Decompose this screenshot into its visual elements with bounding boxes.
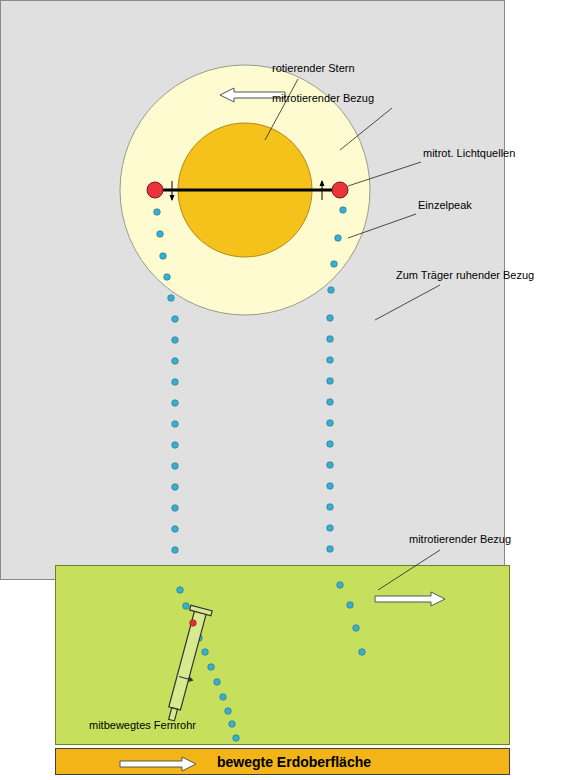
light-peak-dot [177,587,184,594]
light-peak-dot [172,442,179,449]
light-peak-dot [172,484,179,491]
velocity-tick-head [170,195,175,201]
motion-arrow [375,592,445,606]
light-source [332,182,348,198]
peak-in-telescope [190,620,197,627]
ground-motion-arrow [120,757,196,771]
light-peak-dot [172,337,179,344]
light-peak-dot [229,721,236,728]
light-peak-dot [327,441,334,448]
callout-label: Einzelpeak [418,199,472,212]
light-peak-dot [327,378,334,385]
light-peak-dot [202,649,209,656]
telescope-tube [169,610,206,710]
co-moving-frame-panel: mitrotierender Bezugmitbewegtes Fernrohr [55,565,510,745]
leader-line [378,550,440,590]
light-peak-dot [347,602,354,609]
light-peak-dot [172,547,179,554]
light-peak-dot [172,400,179,407]
telescope-eyepiece [169,708,178,721]
leader-line [348,162,421,186]
light-peak-dot [220,694,227,701]
light-peak-dot [328,287,335,294]
light-peak-dot [164,274,171,281]
light-peak-dot [327,315,334,322]
source-bar [158,189,338,192]
light-peak-dot [172,505,179,512]
node-label: Zum Träger ruhender Bezug [396,269,534,282]
light-peak-dot [335,235,342,242]
light-peak-dot [327,420,334,427]
velocity-tick-head [320,180,325,186]
light-source [147,182,163,198]
light-peak-dot [337,582,344,589]
node-label: mitbewegtes Fernrohr [89,719,196,732]
light-peak-dot [353,625,360,632]
light-peak-dot [331,261,338,268]
light-peak-dot [154,209,161,216]
light-peak-dot [327,399,334,406]
light-peak-dot [208,664,215,671]
light-peak-dot [172,316,179,323]
light-peak-dot [157,231,164,238]
callout-label: mitrotierender Bezug [272,92,374,105]
light-peak-dot [172,463,179,470]
light-peak-dot [172,379,179,386]
light-peak-dot [340,207,347,214]
light-peak-dot [160,253,167,260]
light-peak-dot [233,735,240,742]
light-peak-dot [327,336,334,343]
callout-label: rotierender Stern [272,62,355,75]
telescope-cap [190,605,213,616]
light-peak-dot [214,679,221,686]
node-label: bewegte Erdoberfläche [217,754,371,770]
light-peak-dot [327,504,334,511]
light-peak-dot [225,708,232,715]
callout-label: mitrot. Lichtquellen [423,147,515,160]
node-label: mitrotierender Bezug [409,533,511,546]
light-peak-dot [327,483,334,490]
telescope-arrow-head [188,676,194,683]
light-peak-dot [327,546,334,553]
telescope [161,605,212,723]
light-peak-dot [327,357,334,364]
light-peak-dot [172,421,179,428]
light-peak-dot [327,525,334,532]
light-peak-dot [172,526,179,533]
light-peak-dot [172,358,179,365]
leader-line [348,214,416,238]
light-peak-dot [327,462,334,469]
leader-line [340,108,392,150]
light-peak-dot [168,295,175,302]
leader-line [265,79,298,140]
light-peak-dot [359,649,366,656]
light-peak-dot [183,603,190,610]
leader-line [375,285,440,320]
